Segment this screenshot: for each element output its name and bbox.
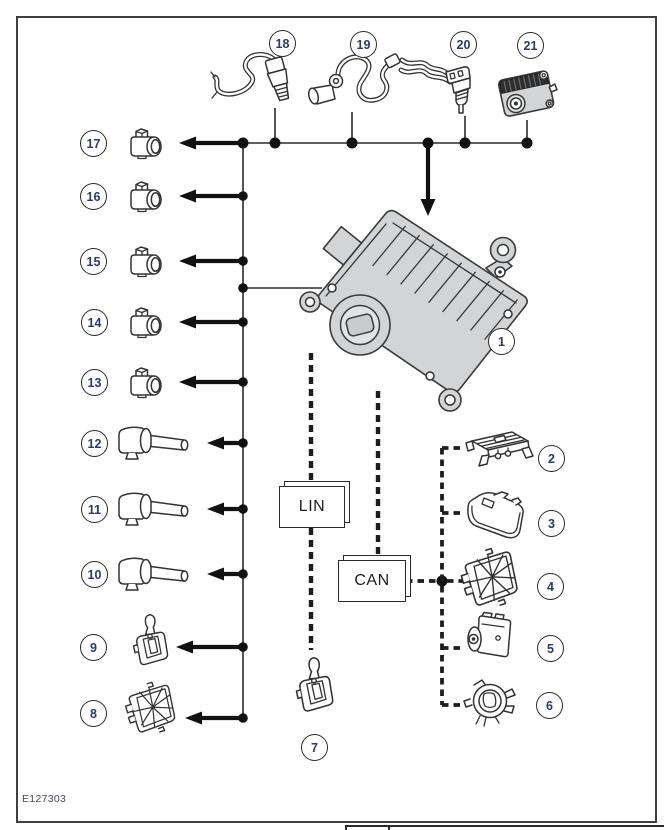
speed-sensor-icon [112, 488, 198, 531]
solenoid-valve-icon [126, 245, 168, 278]
abs-hydraulic-unit-icon [462, 610, 518, 668]
callout-5: 5 [537, 635, 564, 662]
can-bus-box: CAN [338, 555, 411, 602]
lin-bus-box: LIN [279, 481, 350, 528]
callout-12: 12 [81, 430, 108, 457]
callout-16: 16 [80, 183, 107, 210]
actuator-motor-module-icon [492, 64, 562, 122]
callout-21: 21 [517, 32, 544, 59]
instrument-cluster-icon [460, 486, 536, 542]
transmission-control-module-icon [280, 196, 540, 412]
callout-7: 7 [301, 734, 328, 761]
callout-8: 8 [80, 700, 107, 727]
speed-sensor-icon [112, 422, 198, 465]
sensor-with-pigtail-wire-icon [210, 50, 326, 118]
callout-13: 13 [81, 369, 108, 396]
callout-19: 19 [350, 31, 377, 58]
callout-20: 20 [450, 31, 477, 58]
callout-3: 3 [538, 510, 565, 537]
callout-6: 6 [536, 692, 563, 719]
figure-code: E127303 [22, 793, 67, 805]
callout-4: 4 [537, 573, 564, 600]
callout-9: 9 [80, 634, 107, 661]
callout-17: 17 [80, 130, 107, 157]
harness-connector-module-icon [456, 546, 522, 612]
can-bus-label: CAN [338, 560, 406, 602]
arrow-group-left [176, 136, 243, 725]
solenoid-valve-icon [126, 180, 168, 213]
callout-14: 14 [81, 309, 108, 336]
figure-frame [16, 16, 657, 823]
bottom-table-tick [345, 825, 347, 830]
callout-15: 15 [80, 248, 107, 275]
bottom-table-tick [388, 825, 390, 830]
solenoid-valve-icon [126, 306, 168, 339]
callout-18: 18 [269, 30, 296, 57]
gear-shift-lever-icon [130, 613, 170, 673]
callout-11: 11 [81, 496, 108, 523]
speed-sensor-icon [112, 553, 198, 596]
mounting-bracket-module-icon [458, 428, 536, 480]
solenoid-valve-icon [126, 366, 168, 399]
clockspring-icon [458, 673, 524, 729]
gear-shift-lever-icon [292, 656, 336, 720]
sensor-with-wiring-connector-icon [398, 52, 490, 122]
callout-1: 1 [488, 328, 515, 355]
bottom-table-edge [345, 825, 664, 827]
callout-2: 2 [538, 445, 565, 472]
lin-bus-label: LIN [279, 486, 345, 528]
harness-connector-module-icon [120, 680, 180, 738]
solenoid-valve-icon [126, 127, 168, 160]
sensor-with-cable-loop-icon [298, 48, 402, 120]
callout-10: 10 [81, 561, 108, 588]
